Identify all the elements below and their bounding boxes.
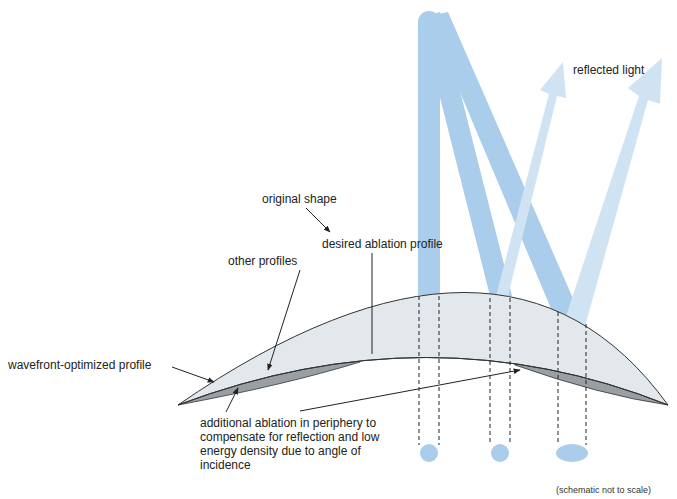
profile-label: desired ablation profile (322, 237, 472, 251)
reflected-beam (496, 58, 662, 330)
note-label: additional ablation in periphery to comp… (200, 416, 410, 472)
beam-projection (419, 296, 586, 445)
beam-spot (420, 444, 588, 462)
profile-label: other profiles (228, 254, 328, 268)
shape-label: original shape (262, 192, 362, 206)
leader-line (172, 208, 520, 412)
profile-label: wavefront-optimized profile (8, 358, 178, 372)
beam-label: reflected light (573, 63, 673, 77)
scale-note: (schematic not to scale) (556, 483, 671, 497)
ablation-profile (178, 358, 668, 406)
laser-beam (418, 11, 585, 330)
